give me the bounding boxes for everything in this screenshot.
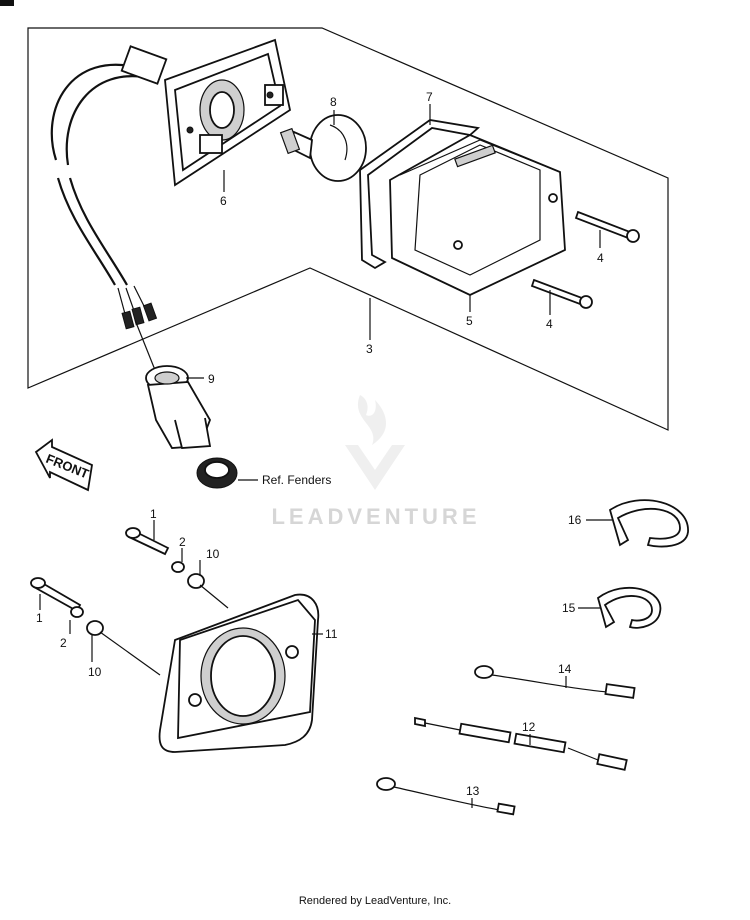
callout-6: 6 (220, 194, 227, 208)
lock-washer-upper (171, 561, 185, 573)
callout-9: 9 (208, 372, 215, 386)
callout-12: 12 (522, 720, 536, 734)
callout-4-lower: 4 (546, 317, 553, 331)
callout-2-upper: 2 (179, 535, 186, 549)
bolt-lower (30, 577, 82, 613)
tail-lens (389, 134, 566, 296)
callout-15: 15 (562, 601, 576, 615)
bolt-upper (125, 527, 170, 556)
ground-lead-14 (474, 665, 636, 699)
lead-wire-12 (414, 716, 628, 771)
footer-credit: Rendered by LeadVenture, Inc. (298, 895, 452, 907)
callout-1-upper: 1 (150, 507, 157, 521)
lens-screw-upper (574, 210, 640, 243)
grommet (145, 365, 212, 449)
wire-harness (50, 45, 168, 371)
callout-5: 5 (466, 314, 473, 328)
callout-11: 11 (325, 627, 338, 641)
leader-lines (39, 104, 612, 808)
band-clamp-16 (608, 499, 689, 548)
callout-10-lower: 10 (88, 665, 102, 679)
watermark-text: LEADVENTURE (271, 504, 480, 529)
callout-4-upper: 4 (597, 251, 604, 265)
front-arrow: FRONT (34, 438, 93, 492)
lock-washer-lower (70, 606, 84, 618)
callout-7: 7 (426, 90, 433, 104)
lens-screw-lower (530, 278, 593, 309)
assembly-boundary (27, 27, 669, 431)
callout-1-lower: 1 (36, 611, 43, 625)
mounting-bracket (158, 593, 320, 753)
callout-13: 13 (466, 784, 480, 798)
callout-3: 3 (366, 342, 373, 356)
callout-numbers: 6 8 7 4 5 4 3 9 1 2 10 1 2 10 11 16 15 1… (36, 90, 604, 798)
fender-nut (196, 457, 238, 489)
bulb (279, 114, 367, 182)
callout-2-lower: 2 (60, 636, 67, 650)
flat-washer-upper (187, 573, 205, 589)
flat-washer-lower (86, 620, 104, 636)
callout-16: 16 (568, 513, 582, 527)
ref-fenders-label: Ref. Fenders (262, 473, 331, 487)
lens-gasket (359, 119, 481, 270)
callout-8: 8 (330, 95, 337, 109)
band-clamp-15 (596, 587, 662, 629)
ground-lead-13 (376, 777, 516, 816)
callout-10-upper: 10 (206, 547, 220, 561)
corner-mark (0, 0, 14, 6)
callout-14: 14 (558, 662, 572, 676)
lamp-socket-base (164, 38, 292, 187)
watermark-logo (345, 395, 405, 490)
